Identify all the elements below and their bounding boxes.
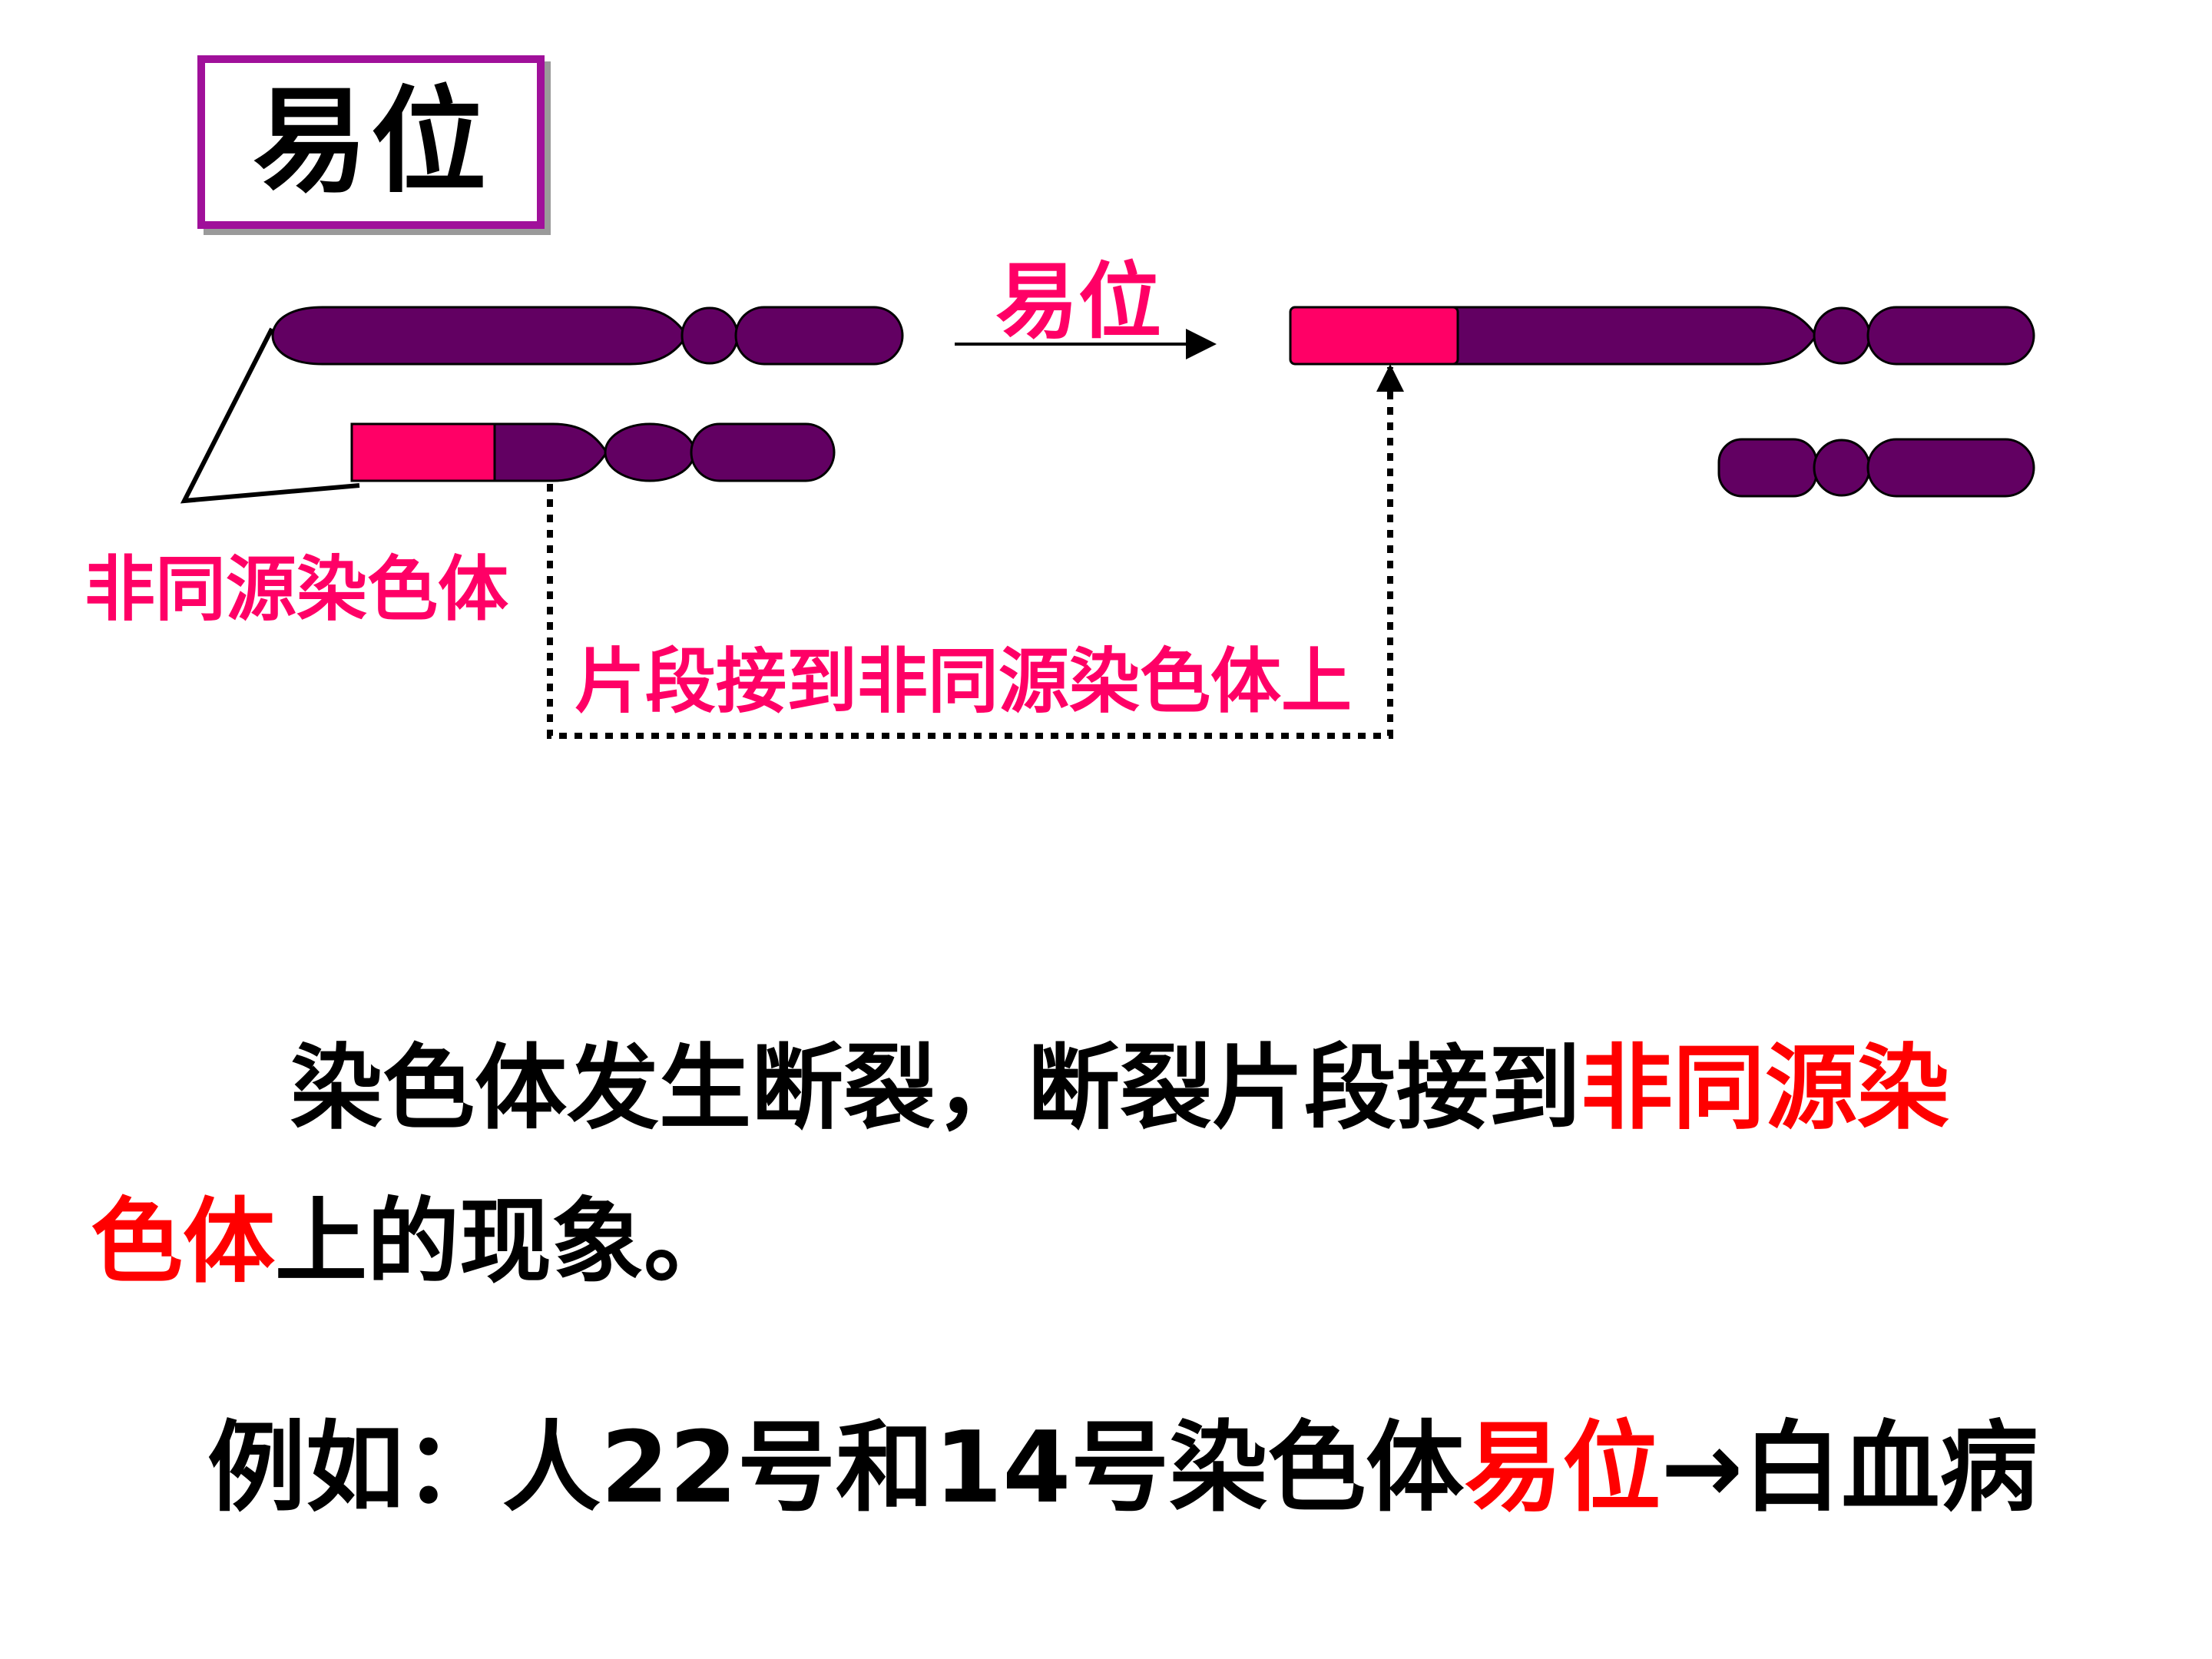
segment-transfer-path: [547, 367, 1393, 739]
definition-text-cont: 上的现象。: [275, 1189, 736, 1296]
right-upper-centromere: [1813, 306, 1871, 365]
title-box: 易位: [197, 55, 545, 229]
left-upper-chromosome: [271, 306, 904, 366]
definition-highlight-cont: 色体: [91, 1189, 275, 1296]
right-lower-short-arm: [1866, 438, 2035, 498]
left-upper-short-arm: [734, 306, 904, 366]
segment-transfer-arrowhead: [1376, 364, 1404, 392]
left-lower-centromere: [604, 422, 696, 482]
right-upper-short-arm: [1866, 306, 2035, 366]
right-lower-long-arm: [1717, 438, 1818, 498]
example-line: 例如：人22号和14号染色体易位→白血病: [207, 1419, 2038, 1518]
definition-highlight: 非同源染: [1581, 1035, 1949, 1142]
left-upper-long-arm: [271, 306, 689, 366]
right-lower-chromosome: [1717, 438, 2035, 498]
right-lower-centromere: [1813, 439, 1871, 497]
example-highlight: 易位: [1464, 1411, 1661, 1525]
definition-line-1: 染色体发生断裂，断裂片段接到非同源染: [290, 1043, 1949, 1135]
arrow-label: 易位: [995, 254, 1162, 350]
example-result: →白血病: [1661, 1411, 2038, 1525]
left-lower-chromosome: [350, 422, 836, 482]
right-upper-segment: [1289, 306, 1459, 366]
left-lower-short-arm: [690, 422, 836, 482]
slide-title: 易位: [252, 75, 489, 209]
nonhomologous-bracket: [180, 327, 360, 504]
nonhomologous-label: 非同源染色体: [84, 548, 509, 631]
segment-label: 片段接到非同源染色体上: [575, 641, 1353, 723]
right-upper-chromosome: [1289, 306, 2035, 366]
definition-text: 染色体发生断裂，断裂片段接到: [290, 1035, 1581, 1142]
definition-line-2: 色体上的现象。: [91, 1197, 736, 1289]
left-lower-segment: [350, 422, 496, 482]
example-text: 例如：人22号和14号染色体: [207, 1411, 1465, 1525]
left-upper-centromere: [680, 306, 739, 365]
